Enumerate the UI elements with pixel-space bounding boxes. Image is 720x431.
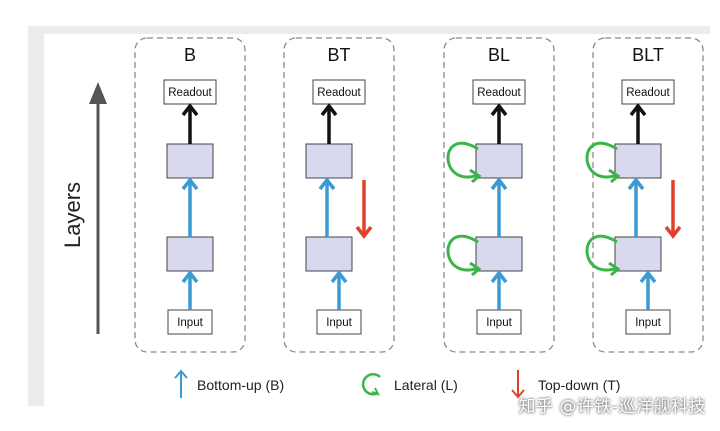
readout-arrow-head [320,103,338,117]
bottom-up-arrow-0 [490,270,508,310]
panel-border [443,37,555,353]
lateral-loop-layer-2 [446,141,482,184]
bottom-up-arrow-0 [330,270,348,310]
bottom-up-arrow-1-head [181,177,199,191]
layer-1-box [614,236,662,272]
lateral-loop-layer-2-head [608,168,621,184]
readout-arrow [181,103,199,144]
axis-label: Layers [60,182,85,248]
readout-arrow-head [629,103,647,117]
figure-inner [44,34,710,406]
lateral-loop-icon [361,373,381,396]
bottom-up-arrow-0 [639,270,657,310]
watermark: 知乎 @许铁-巡洋舰科技 [518,397,706,417]
layer-2-box [166,143,214,179]
panel-title: B [184,45,196,65]
top-down-arrow [355,180,373,239]
lateral-loop-layer-1-curve [585,234,618,272]
top-down-arrowhead-icon [511,389,525,399]
bottom-up-arrow-1 [490,177,508,237]
panel-title: BL [488,45,510,65]
input-label: Input [177,317,203,329]
panel-title: BT [327,45,350,65]
readout-box [312,79,366,105]
layer-1-box [305,236,353,272]
bottom-up-arrow-1 [318,177,336,237]
input-label: Input [486,317,512,329]
readout-arrow-head [181,103,199,117]
top-down-arrow-head [355,225,373,239]
lateral-loop-layer-2-curve [585,141,618,179]
panel-border [283,37,395,353]
lateral-loop-layer-1-head [608,261,621,277]
bottom-up-arrow-0 [181,270,199,310]
lateral-loop-layer-2-curve [446,141,479,179]
legend-top-down: Top-down (T) [511,370,620,399]
layer-1-box [166,236,214,272]
panel-border [134,37,246,353]
bottom-up-arrow-1-head [627,177,645,191]
bottom-up-arrowhead-icon [174,369,188,379]
bottom-up-arrow-0-head [639,270,657,284]
legend-bottom-up-label: Bottom-up (B) [197,377,284,393]
lateral-loop-layer-1-head [469,261,482,277]
readout-arrow-head [490,103,508,117]
legend: Bottom-up (B) Lateral (L) Top-down (T) [174,369,620,399]
bottom-up-arrow-1 [627,177,645,237]
bottom-up-arrow-1 [181,177,199,237]
lateral-arrowhead-icon [371,387,380,396]
layer-1-box [475,236,523,272]
lateral-loop-layer-2-head [469,168,482,184]
readout-arrow [490,103,508,144]
input-box [625,309,671,335]
input-box [316,309,362,335]
legend-lateral: Lateral (L) [361,373,458,396]
top-down-arrow-head [664,225,682,239]
bottom-up-arrow-0-head [181,270,199,284]
bottom-up-arrow-1-head [318,177,336,191]
readout-arrow [320,103,338,144]
readout-label: Readout [477,87,521,99]
legend-top-down-label: Top-down (T) [538,377,620,393]
readout-box [621,79,675,105]
bottom-up-arrow-0-head [330,270,348,284]
input-label: Input [326,317,352,329]
panel-title: BLT [632,45,664,65]
lateral-loop-layer-1 [585,234,621,277]
panel-border [592,37,704,353]
layer-2-box [305,143,353,179]
bottom-up-arrow-0-head [490,270,508,284]
readout-label: Readout [168,87,212,99]
bottom-up-arrow-1-head [490,177,508,191]
input-label: Input [635,317,661,329]
layer-2-box [614,143,662,179]
layer-2-box [475,143,523,179]
axis-arrowhead [89,82,107,104]
layers-axis: Layers [60,82,107,334]
lateral-loop-layer-1-curve [446,234,479,272]
readout-label: Readout [626,87,670,99]
lateral-loop-layer-1 [446,234,482,277]
readout-box [163,79,217,105]
top-down-arrow [664,180,682,239]
legend-lateral-label: Lateral (L) [394,377,458,393]
legend-bottom-up: Bottom-up (B) [174,369,284,398]
readout-label: Readout [317,87,361,99]
lateral-loop-layer-2 [585,141,621,184]
readout-arrow [629,103,647,144]
